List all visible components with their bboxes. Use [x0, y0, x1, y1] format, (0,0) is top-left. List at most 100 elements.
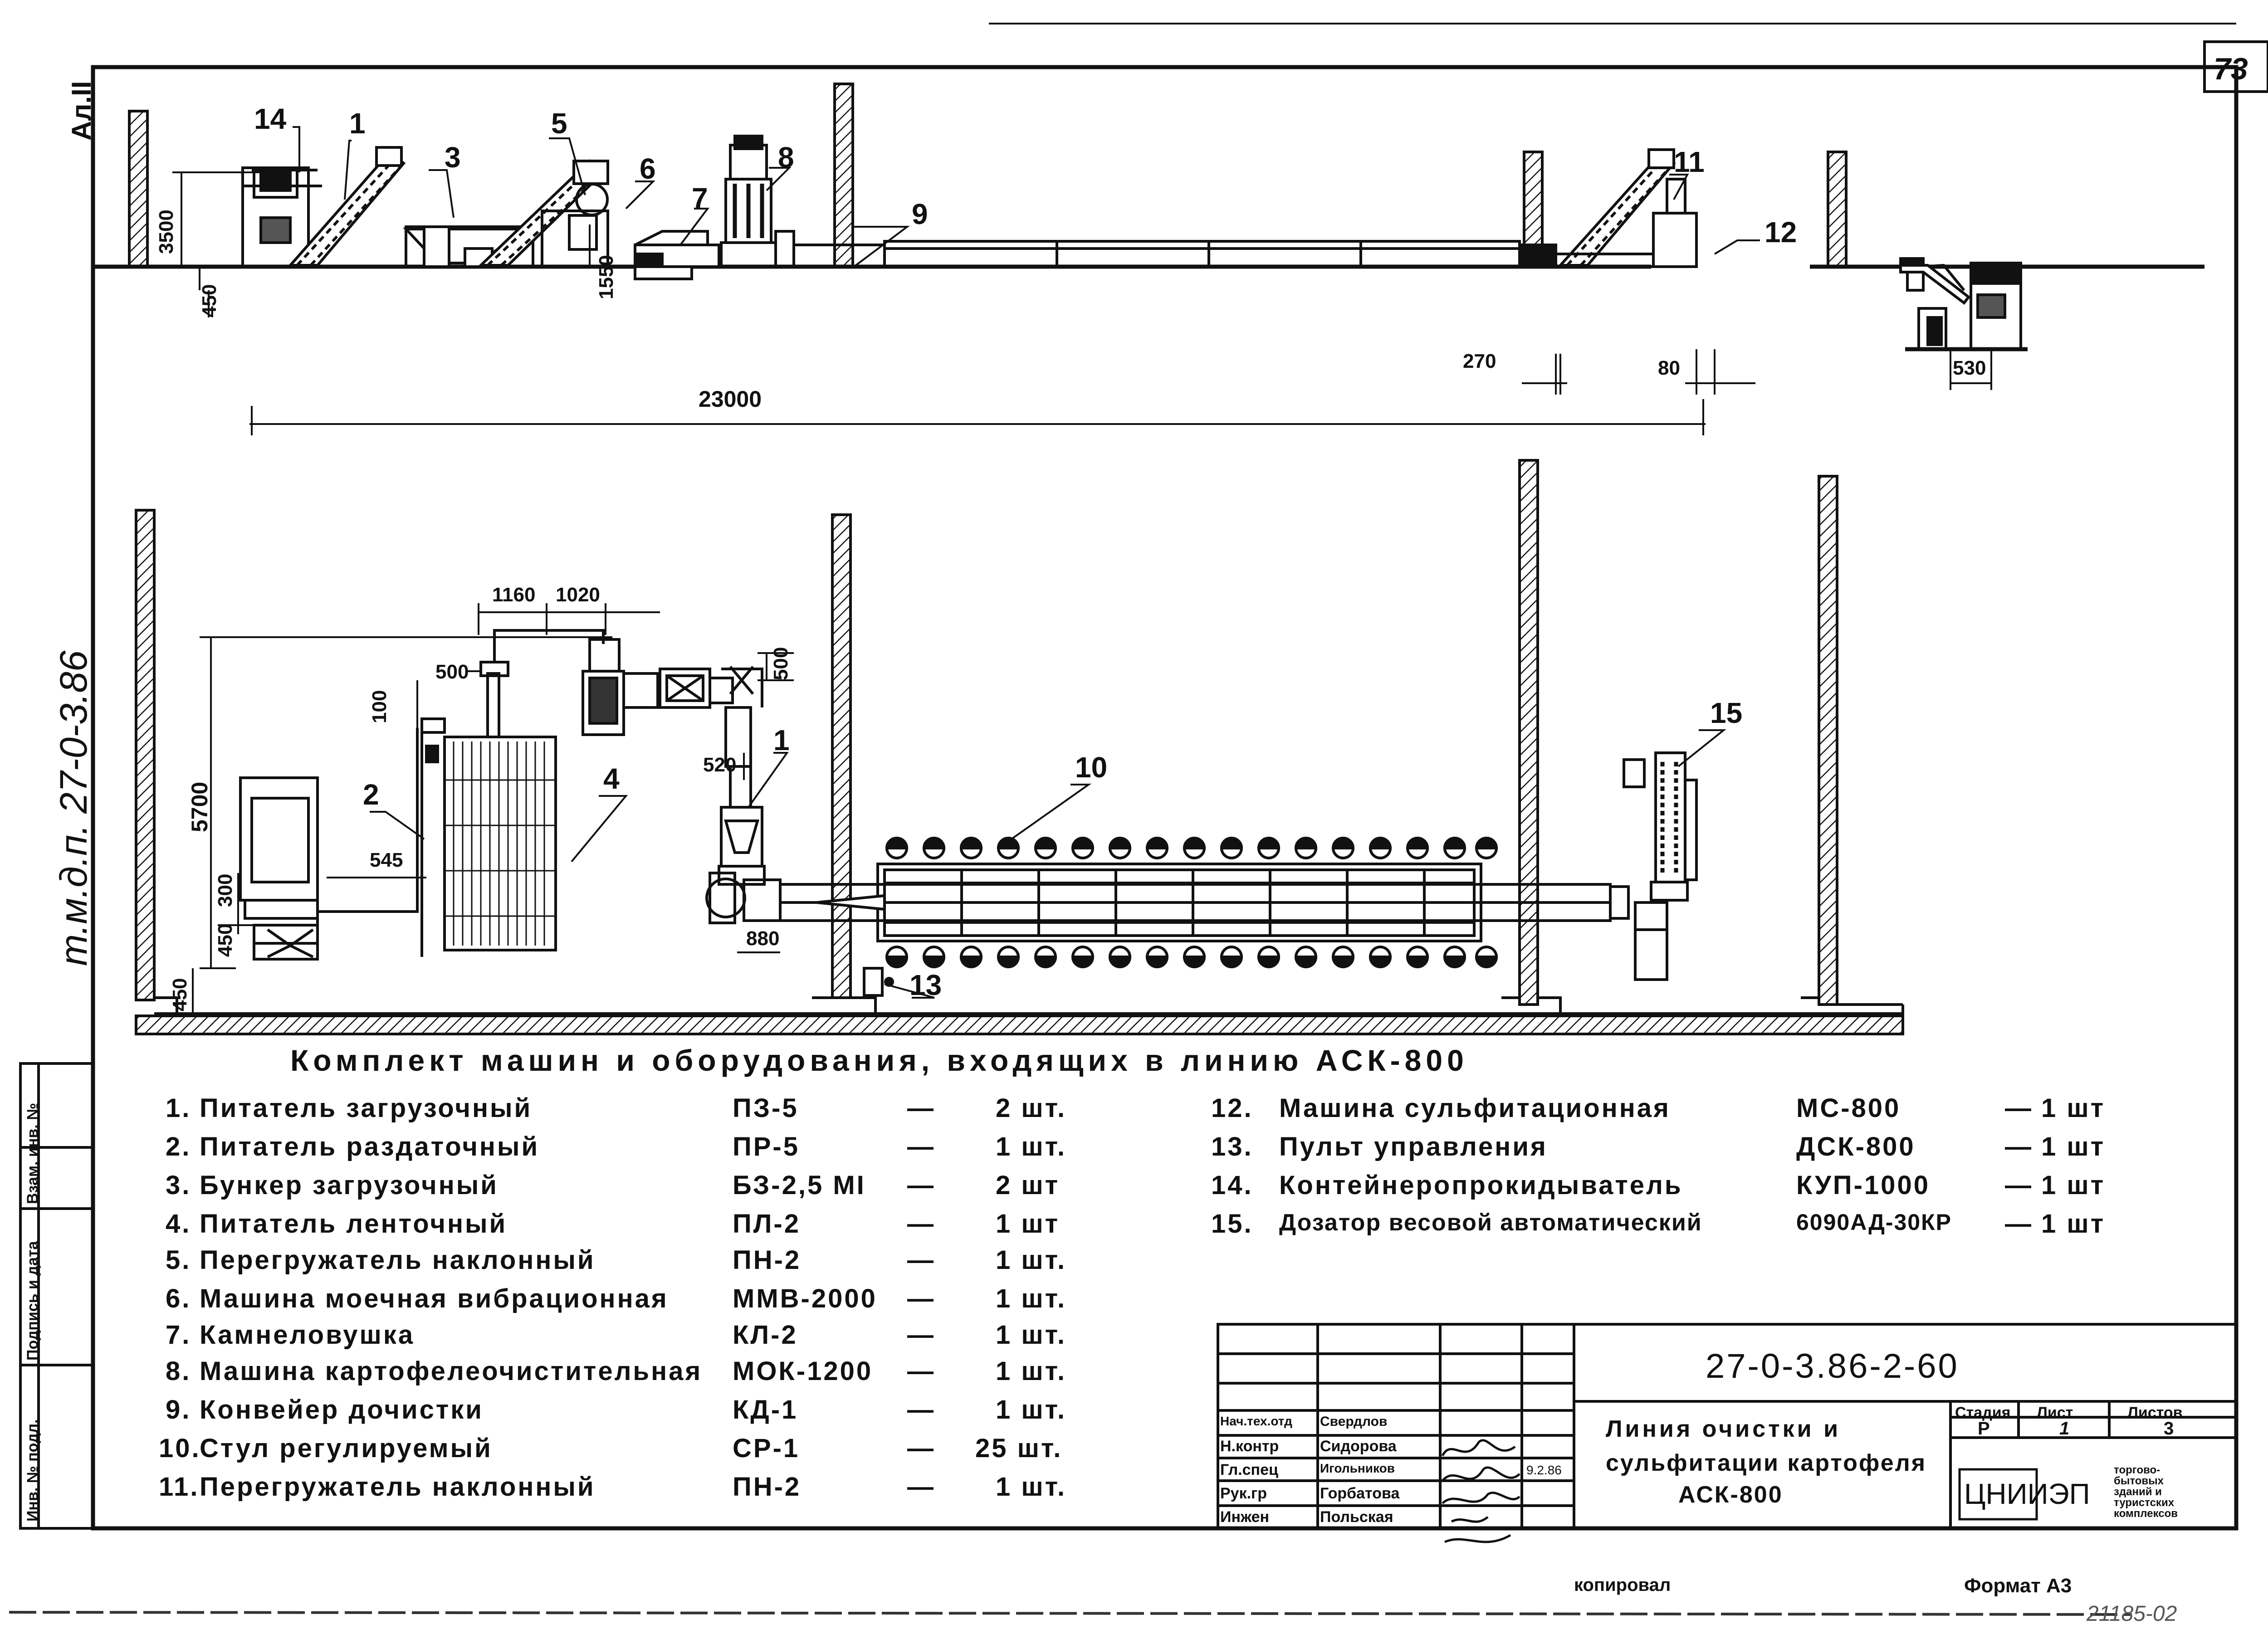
list-item-num: 1.	[166, 1093, 191, 1123]
list-item-qty: 1 шт	[996, 1209, 1060, 1239]
list-item-name: Бункер загрузочный	[200, 1171, 499, 1200]
list-item-code: 6090АД-30КР	[1796, 1210, 1952, 1235]
dim-3500: 3500	[155, 210, 177, 254]
list-item-name: Перегружатель наклонный	[200, 1245, 596, 1275]
list-item-qty: 1 шт.	[996, 1395, 1067, 1424]
title-block-lines	[1217, 1323, 2238, 1530]
sulphiting-machine-elevation	[1652, 178, 1698, 268]
list-item-name: Камнеловушка	[200, 1320, 415, 1350]
list-item-code: ММВ-2000	[733, 1284, 877, 1313]
list-item-qty: 1 шт	[2041, 1132, 2106, 1161]
list-item-dash: —	[907, 1472, 935, 1502]
dim-80: 80	[1658, 357, 1680, 379]
dim-1160: 1160	[492, 584, 536, 606]
page-number: 73	[2214, 52, 2248, 86]
sheet-frame	[91, 65, 2239, 1531]
callout-5: 5	[551, 107, 567, 140]
staff-role: Н.контр	[1220, 1438, 1279, 1455]
list-item-num: 2.	[166, 1132, 191, 1161]
org-logo-box	[1958, 1468, 2038, 1521]
title-line-2: сульфитации картофеля	[1606, 1450, 1927, 1476]
list-item-dash: —	[907, 1284, 935, 1313]
org-logo: ЦНИИЭП	[1964, 1478, 2090, 1510]
list-item-qty: 25 шт.	[975, 1434, 1063, 1463]
staff-role: Рук.гр	[1220, 1485, 1267, 1502]
list-item-num: 10.	[159, 1434, 201, 1463]
callout-14: 14	[254, 102, 287, 135]
sheet-label: Лист	[2037, 1404, 2073, 1421]
callout-2: 2	[363, 778, 379, 811]
approval-date: 9.2.86	[1526, 1463, 1562, 1477]
stamp-field-original: Инв. № подл.	[24, 1419, 41, 1522]
chairs-top-row	[885, 837, 1498, 859]
side-stamp	[19, 1062, 94, 1530]
list-item-num: 13.	[1211, 1132, 1253, 1161]
staff-role: Нач.тех.отд	[1220, 1414, 1292, 1428]
list-item-name: Машина картофелеочистительная	[200, 1356, 703, 1386]
org-desc-line: комплексов	[2114, 1507, 2178, 1520]
sheet-value: 1	[2059, 1419, 2070, 1439]
list-item-num: 3.	[166, 1171, 191, 1200]
dim-880: 880	[746, 927, 780, 950]
page-number-box	[2203, 40, 2268, 93]
list-item-dash: —	[2005, 1171, 2033, 1200]
elevation-dimensions	[172, 171, 1992, 435]
staff-name: Свердлов	[1320, 1414, 1388, 1429]
list-item-name: Питатель загрузочный	[200, 1093, 533, 1123]
list-item-dash: —	[2005, 1093, 2033, 1123]
plan-leaders	[370, 729, 1726, 999]
format-label: Формат А3	[1964, 1575, 2072, 1597]
list-item-num: 8.	[166, 1356, 191, 1386]
list-item-code: КЛ-2	[733, 1320, 798, 1350]
list-item-code: МС-800	[1796, 1093, 1901, 1123]
list-item-dash: —	[907, 1356, 935, 1386]
list-item-code: ПЛ-2	[733, 1209, 801, 1239]
list-item-qty: 1 шт.	[996, 1284, 1067, 1313]
list-item-dash: —	[2005, 1209, 2033, 1239]
dim-530: 530	[1953, 357, 1986, 379]
callout-10: 10	[1075, 751, 1108, 784]
list-item-num: 9.	[166, 1395, 191, 1424]
staff-name: Горбатова	[1320, 1485, 1400, 1502]
plan-dimensions	[192, 603, 794, 1016]
list-item-name: Питатель ленточный	[200, 1209, 508, 1239]
list-item-dash: —	[907, 1245, 935, 1275]
chairs-bottom-row	[885, 946, 1498, 968]
list-item-num: 11.	[159, 1472, 200, 1502]
list-item-num: 4.	[166, 1209, 191, 1239]
list-item-code: БЗ-2,5 МI	[733, 1171, 866, 1200]
corner-mark: Ал.II	[66, 81, 97, 141]
list-item-code: МОК-1200	[733, 1356, 873, 1386]
dim-300: 300	[214, 873, 236, 907]
sheets-value: 3	[2164, 1419, 2174, 1439]
list-item-qty: 1 шт.	[996, 1472, 1067, 1502]
stage-label: Стадия	[1955, 1404, 2011, 1421]
callout-9: 9	[912, 198, 928, 230]
dim-450-elev: 450	[198, 284, 220, 317]
callout-3: 3	[445, 141, 461, 174]
callout-8: 8	[778, 141, 794, 174]
list-item-name: Перегружатель наклонный	[200, 1472, 596, 1502]
org-desc-line: торгово-	[2114, 1464, 2160, 1476]
list-item-num: 7.	[166, 1320, 191, 1350]
list-item-name: Дозатор весовой автоматический	[1279, 1210, 1702, 1236]
staff-name: Польская	[1320, 1508, 1393, 1526]
list-item-dash: —	[907, 1320, 935, 1350]
callout-1-elev: 1	[349, 107, 366, 140]
dim-1550: 1550	[595, 255, 617, 299]
doc-code: 27-0-3.86-2-60	[1706, 1347, 1959, 1385]
list-item-code: ПН-2	[733, 1245, 802, 1275]
list-item-num: 5.	[166, 1245, 191, 1275]
list-item-name: Стул регулируемый	[200, 1434, 493, 1463]
list-item-qty: 1 шт.	[996, 1245, 1067, 1275]
bottom-edge-line	[9, 1611, 2132, 1616]
org-desc-line: туристских	[2114, 1497, 2175, 1509]
dim-270: 270	[1463, 350, 1496, 372]
list-item-code: КД-1	[733, 1395, 798, 1424]
list-item-code: ПР-5	[733, 1132, 800, 1161]
signatures[interactable]	[1441, 1439, 1520, 1543]
elevation-view	[93, 83, 2204, 280]
list-item-qty: 2 шт	[996, 1171, 1060, 1200]
dim-500-left: 500	[435, 661, 469, 683]
list-item-dash: —	[907, 1434, 935, 1463]
